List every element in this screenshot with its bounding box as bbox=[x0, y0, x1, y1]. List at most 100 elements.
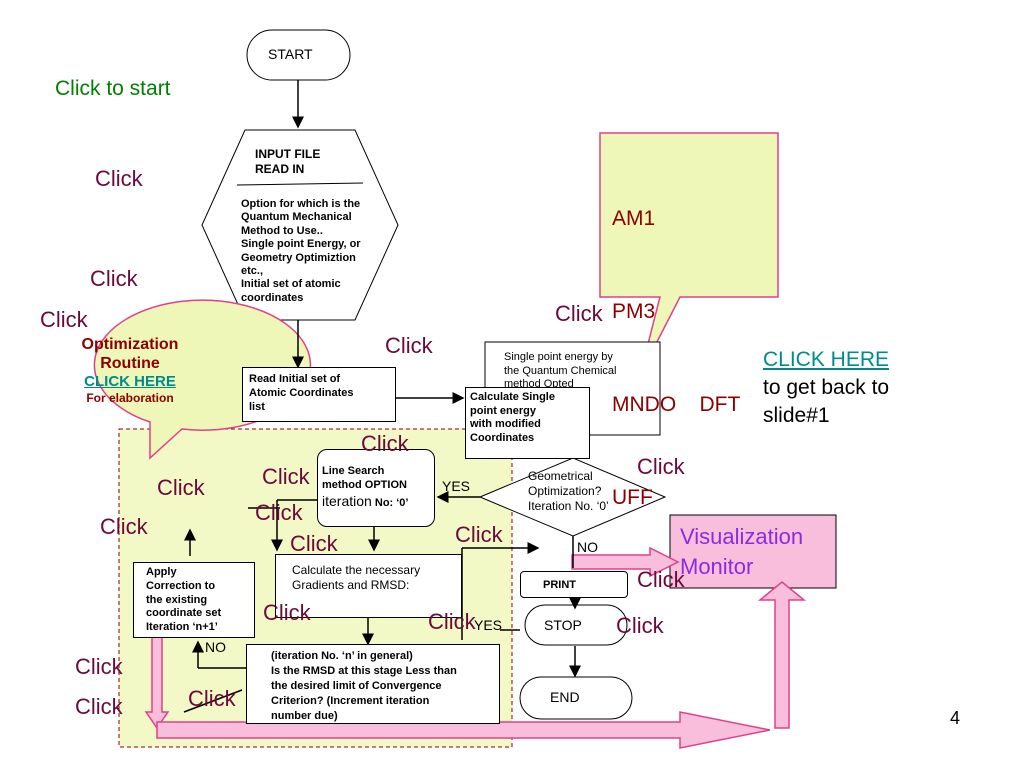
geom-opt-text: Geometrical Optimization? Iteration No. … bbox=[528, 469, 609, 514]
apply-correction-line: coordinate set bbox=[146, 607, 222, 620]
gradients-line: Gradients and RMSD: bbox=[292, 578, 410, 592]
visualization-line1: Visualization bbox=[680, 524, 804, 549]
geom-opt-line: Iteration No. ‘0’ bbox=[528, 499, 609, 513]
single-point-line: the Quantum Chemical bbox=[504, 364, 617, 377]
click-link[interactable]: Click bbox=[157, 475, 205, 500]
hexagon-body-line: Quantum Mechanical bbox=[241, 211, 352, 224]
pink-arrow-left-down bbox=[144, 636, 170, 730]
single-point-line: Single point energy by bbox=[504, 351, 613, 363]
back-text-line2: to get back to bbox=[763, 376, 890, 399]
click-link[interactable]: Click bbox=[555, 301, 603, 326]
click-link[interactable]: Click bbox=[428, 609, 476, 634]
calc-single-line: Coordinates bbox=[470, 431, 535, 444]
click-link[interactable]: Click bbox=[262, 464, 310, 489]
gradients-line: Calculate the necessary bbox=[292, 563, 421, 577]
click-link[interactable]: Click bbox=[100, 514, 148, 539]
hexagon-title: INPUT FILE READ IN bbox=[255, 147, 320, 177]
calc-single-line: with modified bbox=[470, 418, 541, 430]
click-link[interactable]: Click bbox=[75, 694, 123, 719]
click-link[interactable]: Click bbox=[455, 522, 503, 547]
calc-single-line: Calculate Single bbox=[470, 391, 555, 403]
read-initial-line: Atomic Coordinates bbox=[249, 387, 354, 399]
hexagon-body-line: etc., bbox=[241, 265, 264, 278]
read-initial-line: list bbox=[249, 401, 265, 413]
print-box: PRINT bbox=[520, 571, 628, 598]
pink-arrow-right bbox=[571, 546, 680, 578]
geom-opt-diamond bbox=[478, 457, 667, 537]
apply-correction-line: the existing bbox=[146, 593, 208, 606]
no-label-geom: NO bbox=[577, 539, 598, 555]
input-hexagon bbox=[201, 129, 399, 321]
optimization-click-here-link[interactable]: CLICK HERE bbox=[84, 373, 176, 390]
click-link[interactable]: Click bbox=[75, 654, 123, 679]
apply-correction-box: Apply Correction to the existing coordin… bbox=[133, 562, 255, 638]
back-text-line3: slide#1 bbox=[763, 404, 830, 427]
optimization-subtitle: Routine bbox=[100, 355, 160, 372]
line-search-box: Line Search method OPTION iteration No: … bbox=[317, 449, 435, 527]
read-initial-box: Read Initial set of Atomic Coordinates l… bbox=[242, 367, 396, 422]
click-link[interactable]: Click bbox=[95, 166, 143, 191]
page-number: 4 bbox=[950, 708, 961, 728]
iteration-line: (iteration No. ‘n’ in general) bbox=[271, 650, 413, 662]
visualization-label[interactable]: Visualization Monitor bbox=[680, 522, 803, 582]
pink-arrow-bottom bbox=[156, 711, 771, 749]
method-item: PM3 bbox=[612, 300, 656, 323]
no-label-iteration: NO bbox=[205, 639, 226, 655]
methods-callout-shape bbox=[599, 132, 779, 376]
click-link[interactable]: Click bbox=[188, 686, 236, 711]
click-link[interactable]: Click bbox=[361, 431, 409, 456]
apply-correction-line: Correction to bbox=[146, 579, 216, 592]
apply-correction-line: Iteration ‘n+1’ bbox=[146, 621, 218, 634]
pink-arrow-up bbox=[757, 581, 807, 729]
line-search-line1: Line Search bbox=[322, 465, 385, 477]
line-search-line2: method OPTION bbox=[322, 479, 407, 491]
hexagon-body-line: coordinates bbox=[241, 291, 304, 304]
click-link[interactable]: Click bbox=[385, 333, 433, 358]
gradients-box: Calculate the necessary Gradients and RM… bbox=[275, 554, 462, 618]
iteration-box: (iteration No. ‘n’ in general) Is the RM… bbox=[246, 644, 500, 724]
optimization-elaboration: For elaboration bbox=[86, 391, 174, 405]
yes-label-geom: YES bbox=[442, 478, 471, 494]
calc-single-line: point energy bbox=[470, 404, 537, 417]
click-link[interactable]: Click bbox=[290, 531, 338, 556]
click-link[interactable]: Click bbox=[616, 613, 664, 638]
method-item: MNDO DFT bbox=[612, 393, 741, 416]
hexagon-title-line2: READ IN bbox=[255, 162, 305, 176]
click-link[interactable]: Click bbox=[637, 454, 685, 479]
read-initial-line: Read Initial set of bbox=[249, 373, 341, 385]
visualization-box bbox=[669, 514, 837, 589]
hexagon-body: Option for which is the Quantum Mechanic… bbox=[241, 198, 361, 305]
hexagon-body-line: Single point Energy, or bbox=[241, 238, 361, 251]
hexagon-body-line: Initial set of atomic bbox=[241, 278, 341, 291]
back-click-here-link[interactable]: CLICK HERE bbox=[763, 348, 890, 371]
stop-label: STOP bbox=[544, 617, 582, 633]
line-search-line3: iteration No: ‘0’ bbox=[322, 492, 430, 512]
start-label[interactable]: START bbox=[268, 46, 313, 62]
apply-correction-line: Apply bbox=[146, 566, 177, 578]
hexagon-body-line: Method to Use.. bbox=[241, 224, 323, 237]
back-to-slide1: CLICK HERE to get back to slide#1 bbox=[763, 346, 889, 430]
end-label: END bbox=[550, 689, 580, 705]
iteration-line: number due) bbox=[271, 710, 338, 722]
click-link[interactable]: Click bbox=[90, 266, 138, 291]
methods-list: AM1 PM3 MNDO DFT UFF bbox=[612, 141, 740, 544]
single-point-text: Single point energy by the Quantum Chemi… bbox=[504, 351, 617, 392]
click-to-start[interactable]: Click to start bbox=[55, 77, 171, 100]
print-label: PRINT bbox=[543, 579, 576, 591]
click-link[interactable]: Click bbox=[40, 307, 88, 332]
click-link[interactable]: Click bbox=[637, 567, 685, 592]
yes-label-iteration: YES bbox=[474, 617, 503, 633]
optimization-callout: Optimization Routine CLICK HERE For elab… bbox=[50, 335, 210, 406]
iteration-line: Criterion? (Increment iteration bbox=[271, 695, 430, 707]
method-item: UFF bbox=[612, 486, 653, 509]
geom-opt-line: Geometrical bbox=[528, 469, 593, 483]
click-link[interactable]: Click bbox=[255, 500, 303, 525]
hexagon-body-line: Option for which is the bbox=[241, 198, 361, 210]
line-search-no: No: ‘0’ bbox=[371, 497, 409, 509]
calc-single-box: Calculate Single point energy with modif… bbox=[465, 387, 590, 459]
optimization-title: Optimization bbox=[81, 336, 179, 353]
hexagon-body-line: Geometry Optimiztion bbox=[241, 251, 356, 264]
click-link[interactable]: Click bbox=[263, 600, 311, 625]
hexagon-title-line1: INPUT FILE bbox=[255, 147, 321, 161]
iteration-line: the desired limit of Convergence bbox=[271, 680, 442, 692]
